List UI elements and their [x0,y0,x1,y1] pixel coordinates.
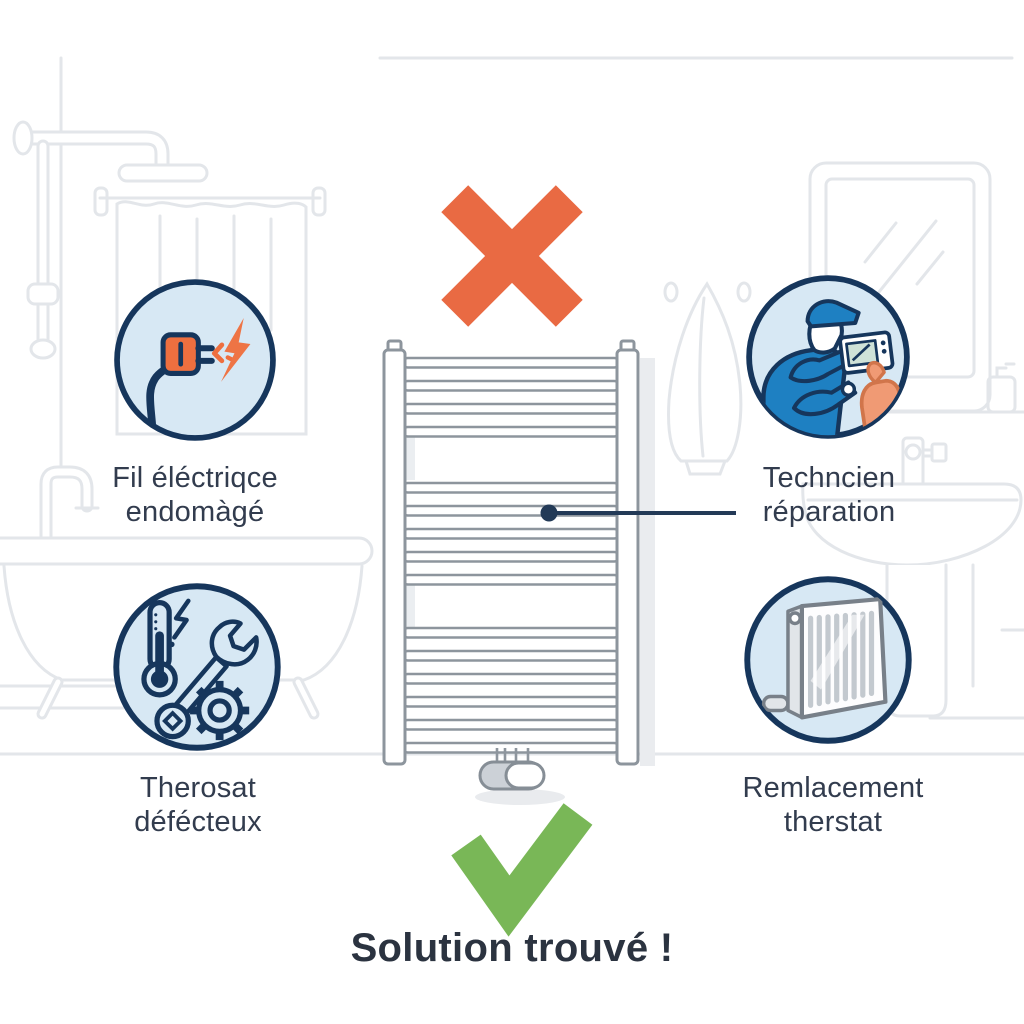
label-technician: Techncien réparation [679,461,979,529]
gear-glyph [190,680,250,741]
callout-line [540,504,736,522]
thermostat-device [838,330,895,375]
check-icon [451,803,593,937]
wrench-glyph [154,619,259,740]
damaged-electric-wire-icon [111,276,279,444]
spark-glyph [168,598,191,648]
technician-repair-icon [743,272,913,442]
label-replacement: Remlacement therstat [683,771,983,839]
shower-line-art [12,120,209,360]
cross-icon [441,185,583,327]
label-faulty-thermostat: Therosat défécteux [48,771,348,839]
label-line: Fil éléctriqce [112,462,278,494]
technician-cap [805,299,861,329]
thermometer-glyph [141,600,178,698]
label-line: Remlacement [742,772,924,804]
label-line: Techncien [762,462,896,494]
bathtub-line-art [0,465,374,720]
radiator-valve [475,748,565,805]
towel-radiator-illustration [382,339,736,805]
solution-title: Solution trouvé ! [350,926,674,970]
label-line: défécteux [134,806,262,838]
replacement-radiator-icon [741,573,915,747]
label-line: Therosat [139,772,257,804]
label-line: endomàgé [125,496,265,528]
label-line: therstat [783,806,883,838]
label-line: réparation [762,496,896,528]
wall-floor-lines [0,56,1024,756]
label-damaged-wire: Fil éléctriqce endomàgé [45,461,345,529]
faulty-thermostat-icon [110,580,284,754]
towel-hook-line-art [663,281,752,476]
